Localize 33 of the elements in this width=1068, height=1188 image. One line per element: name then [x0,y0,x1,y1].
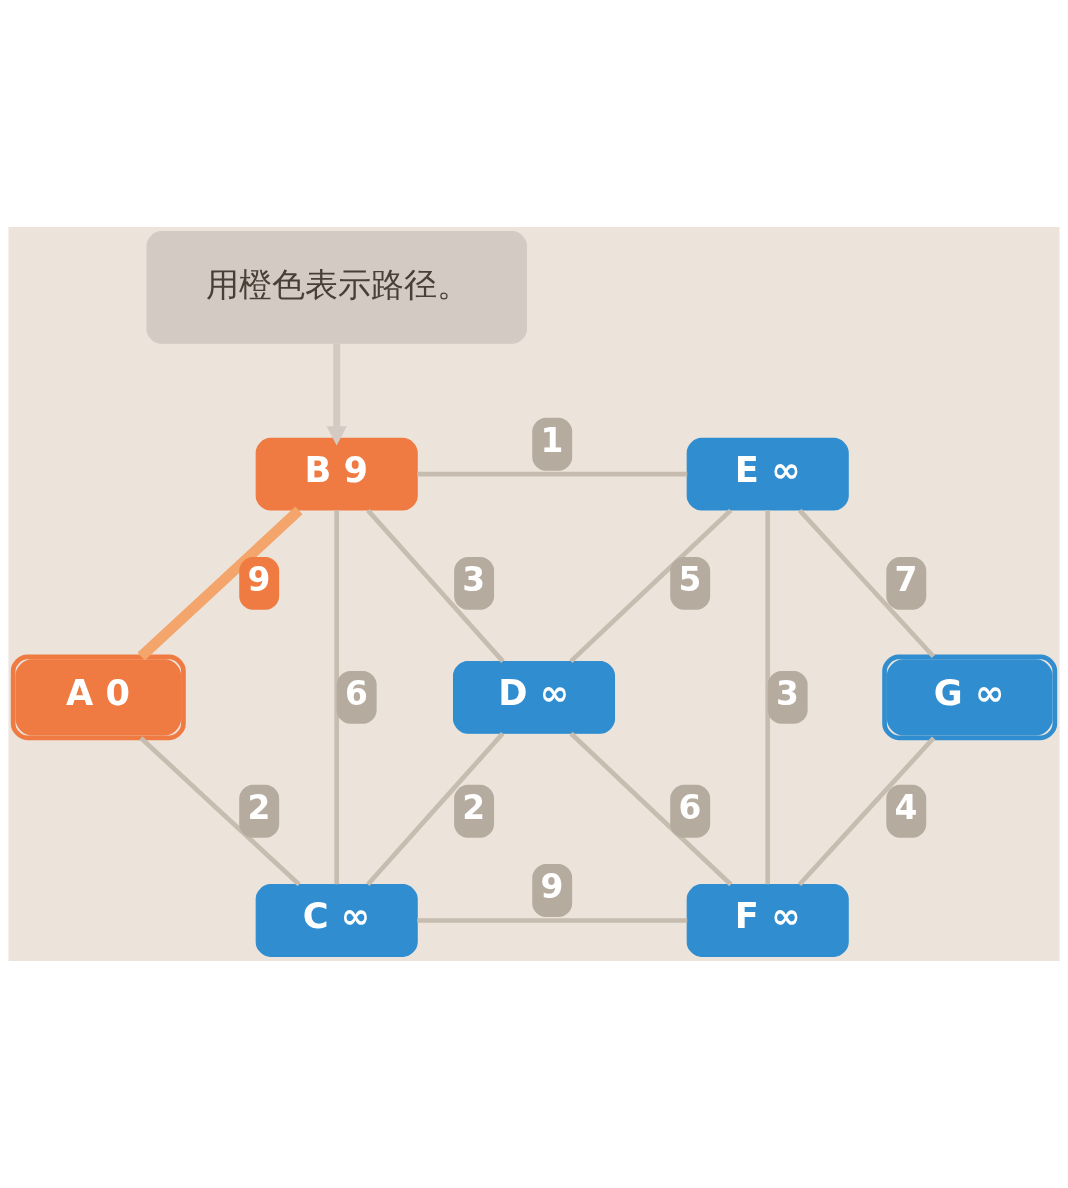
connector [139,736,301,887]
connector [797,508,936,659]
connector [417,471,688,477]
connector [137,506,303,661]
node-box: 用橙色表示路径。 [146,231,527,344]
edge-label: 4 [894,787,918,827]
connector [797,736,936,887]
edge-label: 9 [247,559,271,599]
edge-label: 6 [344,673,368,713]
node-box: D ∞ [452,660,616,734]
edge-label: 2 [462,787,486,827]
connector [417,918,688,923]
arrow [326,343,347,446]
connector [334,510,340,885]
connector [569,508,733,664]
edge-label: 9 [540,867,564,907]
edge-label: 2 [247,787,271,827]
connector [366,731,505,887]
node-box: B 9 [255,437,418,511]
connector [569,731,733,887]
node-box: F ∞ [686,884,849,957]
edge-label: 3 [775,673,799,713]
node-box: A 0 [10,654,186,741]
edge-label: 7 [894,559,918,599]
edge-label: 1 [540,420,564,460]
edge-label: 5 [678,559,702,599]
connector [366,508,505,663]
edge-label: 6 [678,787,702,827]
node-box: C ∞ [255,884,418,957]
connector [765,510,771,885]
node-box: G ∞ [882,654,1058,741]
node-box: E ∞ [686,437,849,511]
edge-label: 3 [462,559,486,599]
